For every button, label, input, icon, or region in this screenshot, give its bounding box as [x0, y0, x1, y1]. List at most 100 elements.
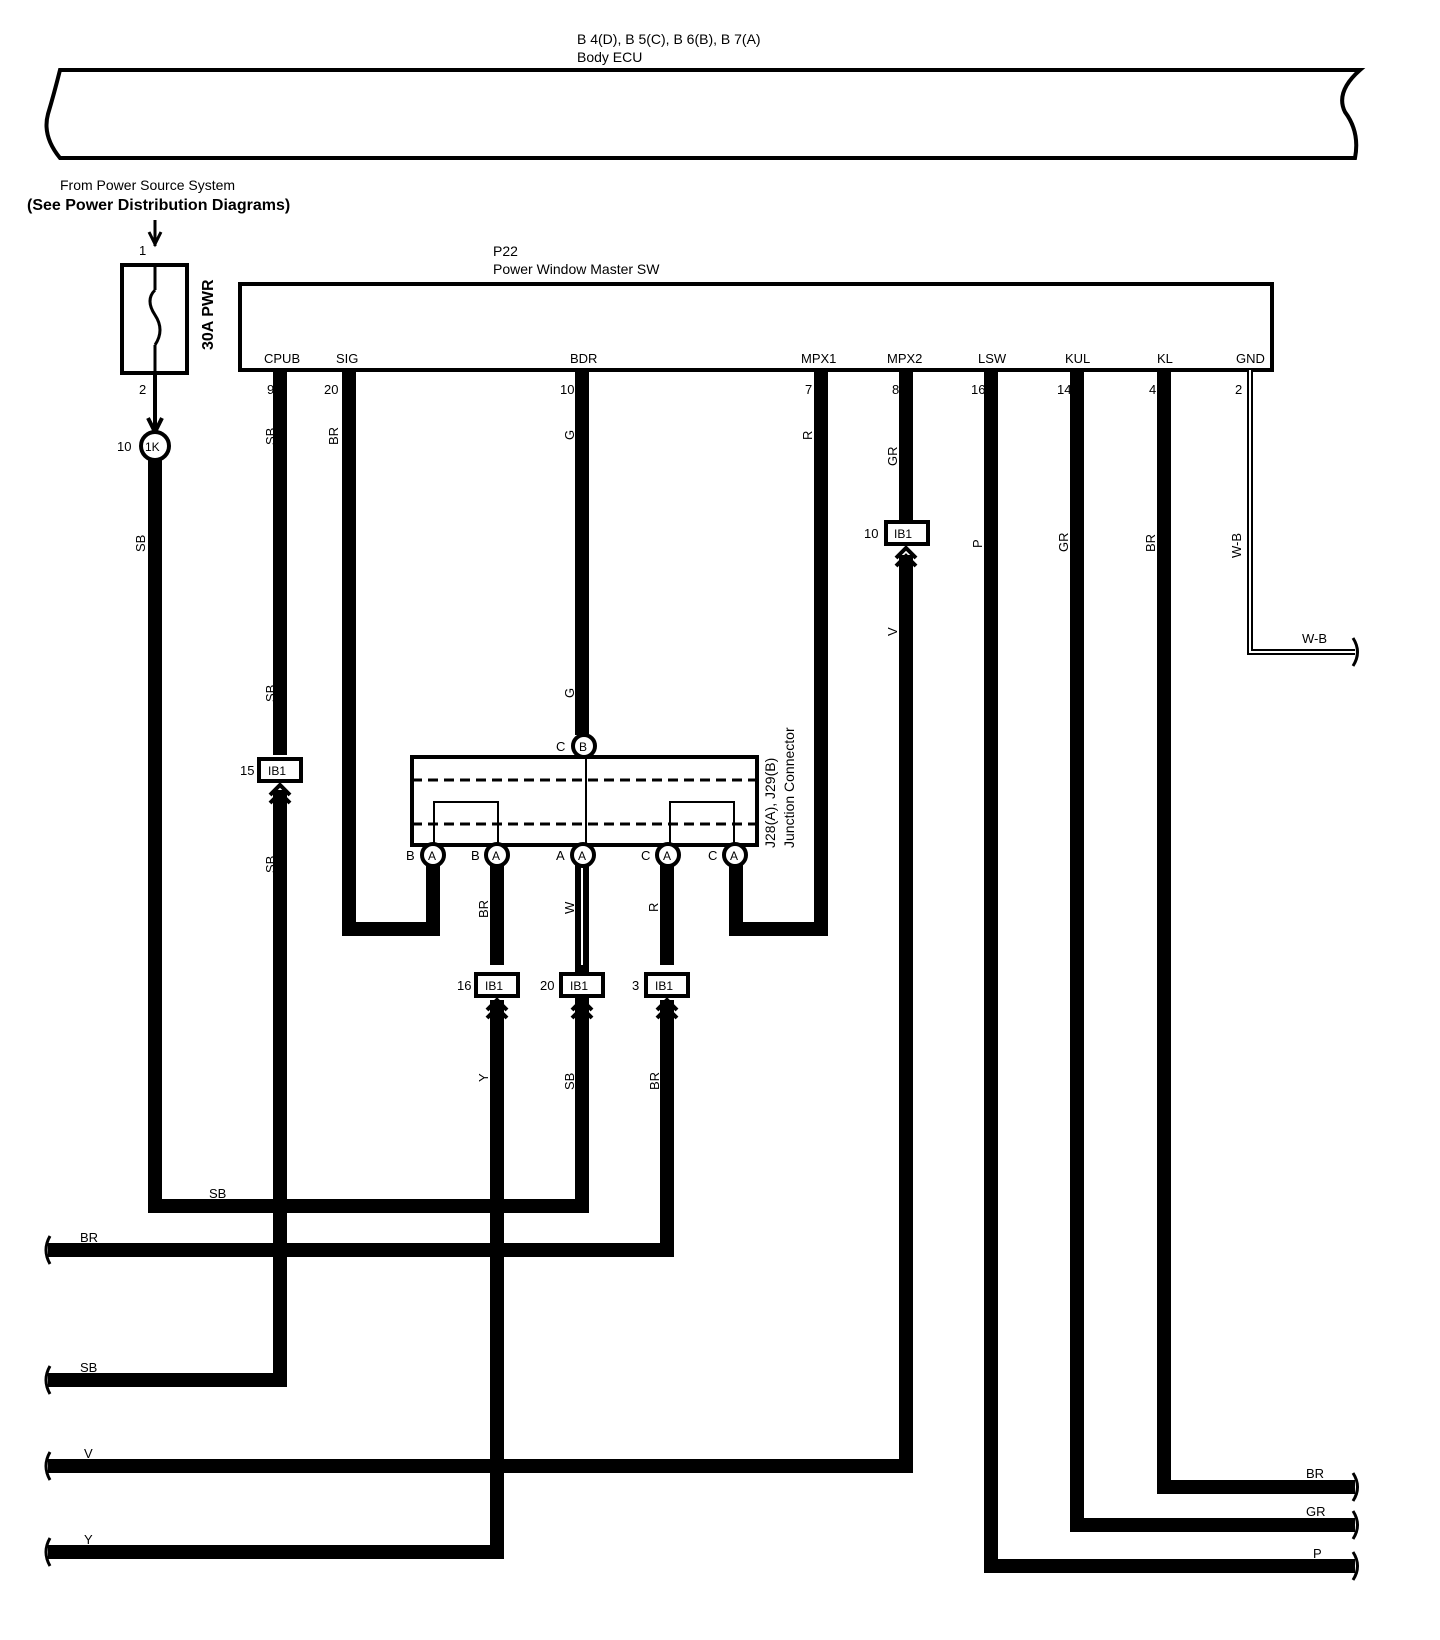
terminal-kul: KUL — [1065, 351, 1090, 366]
junction-pin4-letter: C — [641, 848, 650, 863]
ib1-20-pin: 20 — [540, 978, 554, 993]
wire-ib3-lower — [48, 1000, 674, 1257]
wc-bdr-lower: G — [562, 688, 577, 698]
left-exit-marks — [44, 1235, 52, 1567]
junction-name: Junction Connector — [781, 727, 797, 848]
terminal-gnd: GND — [1236, 351, 1265, 366]
ib1-10-id: IB1 — [894, 527, 912, 541]
ib1-connector-16: 16 IB1 — [457, 972, 520, 1020]
junction-ref: J28(A), J29(B) — [762, 758, 778, 848]
power-source-line1: From Power Source System — [60, 177, 235, 193]
junction-pin4-badge: A — [663, 849, 671, 863]
terminal-sig: SIG — [336, 351, 358, 366]
wc-ib3-lower: BR — [647, 1072, 662, 1090]
connector-1k-id: 1K — [145, 440, 160, 454]
wc-ib20-lower: SB — [562, 1073, 577, 1090]
wire-kul — [1070, 370, 1355, 1532]
fuse-pin-top: 1 — [139, 243, 146, 258]
wire-mpx1 — [729, 370, 828, 936]
power-source: From Power Source System (See Power Dist… — [27, 177, 290, 214]
wire-gnd — [1247, 370, 1355, 655]
left-exit-y: Y — [84, 1532, 93, 1547]
wc-cpub-lower: SB — [263, 856, 278, 873]
wc-cpub-upper: SB — [263, 428, 278, 445]
wc-jb-b2: BR — [476, 900, 491, 918]
wire-sig — [342, 370, 440, 936]
wc-cpub-mid: SB — [263, 685, 278, 702]
master-switch: P22 Power Window Master SW CPUB SIG BDR … — [238, 243, 1274, 397]
master-switch-box — [238, 282, 1274, 372]
wc-jb-c1: R — [646, 903, 661, 912]
pin-mpx1: 7 — [805, 382, 812, 397]
ib1-16-id: IB1 — [485, 979, 503, 993]
left-exit-sb: SB — [80, 1360, 97, 1375]
ib1-15-id: IB1 — [268, 764, 286, 778]
pin-lsw: 16 — [971, 382, 985, 397]
power-source-line2: (See Power Distribution Diagrams) — [27, 197, 290, 214]
terminal-kl: KL — [1157, 351, 1173, 366]
left-exit-labels: BR SB V Y — [80, 1230, 98, 1547]
wc-bus-sb: SB — [209, 1186, 226, 1201]
master-switch-name: Power Window Master SW — [493, 261, 660, 277]
pin-gnd: 2 — [1235, 382, 1242, 397]
pin-sig: 20 — [324, 382, 338, 397]
junction-connector: J28(A), J29(B) Junction Connector C B B … — [406, 727, 797, 868]
wc-ib16-lower: Y — [476, 1073, 491, 1082]
ib1-16-pin: 16 — [457, 978, 471, 993]
right-exit-p: P — [1313, 1546, 1322, 1561]
pin-cpub: 9 — [267, 382, 274, 397]
left-exit-v: V — [84, 1446, 93, 1461]
left-exit-br: BR — [80, 1230, 98, 1245]
junction-pin5-letter: C — [708, 848, 717, 863]
ib1-20-id: IB1 — [570, 979, 588, 993]
junction-pin1-letter: B — [406, 848, 415, 863]
pin-kul: 14 — [1057, 382, 1071, 397]
pin-kl: 4 — [1149, 382, 1156, 397]
right-exit-gr: GR — [1306, 1504, 1326, 1519]
wire-ib16-lower — [48, 1000, 504, 1559]
fuse-label: 30A PWR — [200, 279, 217, 350]
wire-lsw — [984, 370, 1355, 1573]
terminal-bdr: BDR — [570, 351, 597, 366]
junction-top-letter: C — [556, 739, 565, 754]
terminal-mpx1: MPX1 — [801, 351, 836, 366]
connector-1k: 10 1K — [117, 430, 171, 462]
wires — [48, 370, 1355, 1573]
wc-mpx1: R — [800, 431, 815, 440]
junction-pin3-letter: A — [556, 848, 565, 863]
fuse-30a-pwr: 1 30A PWR 2 — [120, 220, 217, 437]
junction-pin1-badge: A — [428, 849, 436, 863]
terminal-cpub: CPUB — [264, 351, 300, 366]
ib1-15-pin: 15 — [240, 763, 254, 778]
wc-gnd-right: W-B — [1302, 631, 1327, 646]
wire-mpx2-lower — [48, 555, 913, 1473]
ib1-connector-15: 15 IB1 — [240, 757, 303, 805]
master-switch-ref: P22 — [493, 243, 518, 259]
thin-wires — [579, 370, 1355, 965]
body-ecu: B 4(D), B 5(C), B 6(B), B 7(A) Body ECU — [44, 31, 1366, 160]
junction-pin5-badge: A — [730, 849, 738, 863]
wc-mpx2-upper: GR — [885, 447, 900, 467]
wc-fuse-out: SB — [133, 535, 148, 552]
right-exit-labels: BR GR P — [1306, 1466, 1326, 1561]
body-ecu-name: Body ECU — [577, 49, 642, 65]
connector-1k-pin: 10 — [117, 439, 131, 454]
ib1-connector-3: 3 IB1 — [632, 972, 690, 1020]
pin-bdr: 10 — [560, 382, 574, 397]
ib1-connector-20: 20 IB1 — [540, 972, 605, 1020]
junction-pin3-badge: A — [578, 849, 586, 863]
body-ecu-box — [44, 68, 1366, 160]
terminal-mpx2: MPX2 — [887, 351, 922, 366]
wc-lsw: P — [970, 539, 985, 548]
fuse-pin-bottom: 2 — [139, 382, 146, 397]
wire-kl — [1157, 370, 1355, 1494]
wc-gnd: W-B — [1229, 533, 1244, 558]
junction-pin2-letter: B — [471, 848, 480, 863]
body-ecu-ref: B 4(D), B 5(C), B 6(B), B 7(A) — [577, 31, 761, 47]
wc-mpx2-lower: V — [885, 627, 900, 636]
wire-color-labels: SB SB SB SB BR G G R GR V P GR BR W-B W-… — [133, 427, 1327, 1201]
wc-kul: GR — [1056, 533, 1071, 553]
right-exit-marks — [1351, 637, 1359, 1581]
ib1-3-pin: 3 — [632, 978, 639, 993]
